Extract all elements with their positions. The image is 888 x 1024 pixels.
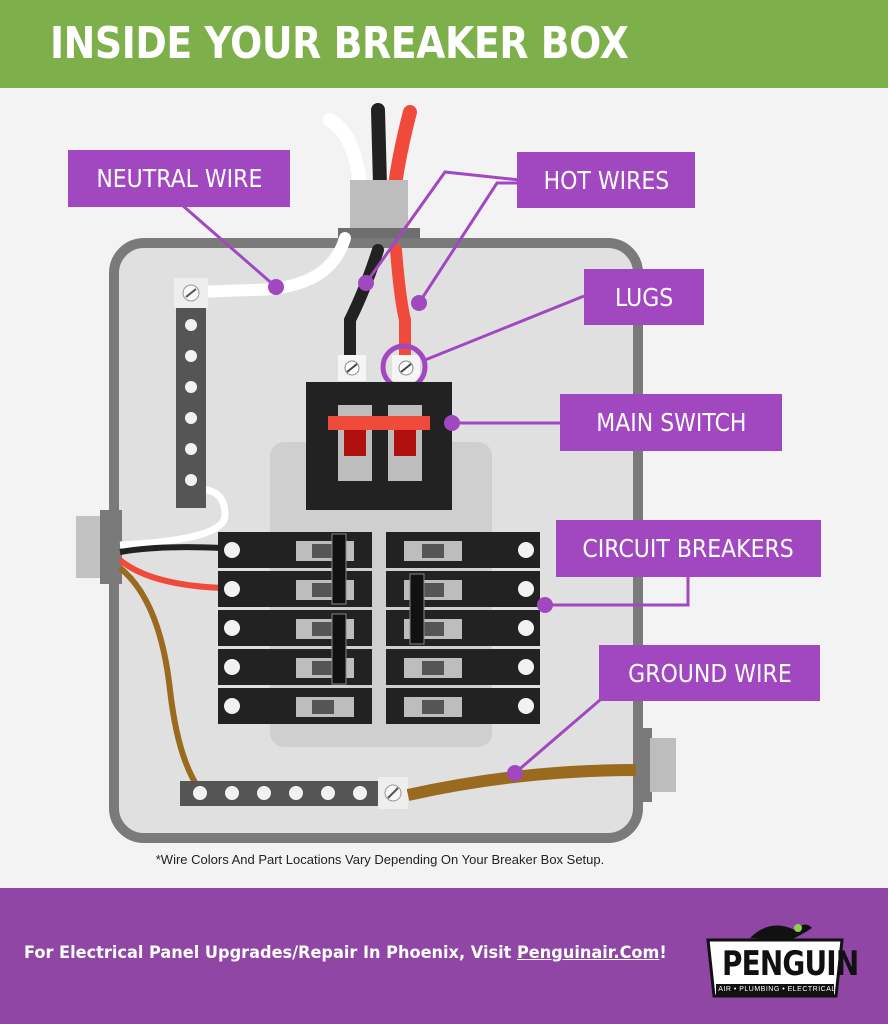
disclaimer-note: *Wire Colors And Part Locations Vary Dep… <box>155 852 605 867</box>
breaker-screw-icon <box>224 659 240 675</box>
label-lugs: LUGS <box>584 269 704 325</box>
website-link[interactable]: Penguinair.Com <box>516 943 660 963</box>
breaker-toggle <box>422 661 444 675</box>
hot-wire-red <box>390 244 411 368</box>
tie-bar <box>331 613 347 685</box>
breaker-screw-icon <box>518 659 534 675</box>
label-hot-wires: HOT WIRES <box>517 152 695 208</box>
main-switch <box>306 382 452 510</box>
incoming-neutral-wire <box>323 113 367 192</box>
breaker-toggle <box>312 583 334 597</box>
branch-ground-wire <box>118 565 203 792</box>
breaker-screw-icon <box>518 620 534 636</box>
breaker-toggle <box>312 544 334 558</box>
callout-dots <box>268 275 553 781</box>
label-main-switch: MAIN SWITCH <box>560 394 782 451</box>
breaker-toggle <box>422 622 444 636</box>
footer-cta: For Electrical Panel Upgrades/Repair In … <box>24 943 667 963</box>
incoming-red-wire <box>388 105 417 192</box>
breaker-toggle <box>312 661 334 675</box>
ground-bus-screws <box>193 786 367 800</box>
tie-bar <box>409 573 425 645</box>
page-title: INSIDE YOUR BREAKER BOX <box>50 18 629 69</box>
header-banner: INSIDE YOUR BREAKER BOX <box>0 0 888 88</box>
label-ground-wire: GROUND WIRE <box>599 645 820 701</box>
footer-cta-text: For Electrical Panel Upgrades/Repair In … <box>24 943 517 963</box>
branch-neutral-wire <box>119 485 229 549</box>
neutral-bus-bar <box>176 280 206 508</box>
breaker-screw-icon <box>224 620 240 636</box>
neutral-bus-screws <box>185 319 197 486</box>
breaker-toggle <box>422 583 444 597</box>
branch-red-wire <box>118 557 223 591</box>
logo-tagline: AIR • PLUMBING • ELECTRICAL <box>718 986 836 993</box>
logo-word: PENGUIN <box>722 944 859 984</box>
label-circuit-breakers: CIRCUIT BREAKERS <box>556 520 821 577</box>
callout-leaders <box>181 170 690 775</box>
penguin-logo-badge <box>706 924 844 998</box>
main-switch-handle <box>328 416 430 430</box>
left-knockout-connector <box>76 516 102 578</box>
breaker-toggle <box>312 700 334 714</box>
breaker-toggle <box>312 622 334 636</box>
hot-wire-black <box>344 244 384 368</box>
branch-black-wire <box>119 544 223 555</box>
footer-cta-end: ! <box>659 943 667 963</box>
incoming-black-wire <box>371 103 387 192</box>
circuit-breakers <box>218 532 540 724</box>
breaker-screw-icon <box>224 581 240 597</box>
breaker-box-diagram <box>76 103 690 843</box>
breaker-screw-icon <box>518 542 534 558</box>
breaker-toggle <box>422 544 444 558</box>
breaker-screw-icon <box>224 542 240 558</box>
cable-connector <box>350 180 408 230</box>
ground-bus-bar <box>180 781 380 806</box>
label-neutral-wire: NEUTRAL WIRE <box>68 150 290 207</box>
breaker-screw-icon <box>518 581 534 597</box>
neutral-wire <box>189 232 351 298</box>
penguin-logo: PENGUIN AIR • PLUMBING • ELECTRICAL <box>700 916 859 1008</box>
breaker-screw-icon <box>224 698 240 714</box>
breaker-screw-icon <box>518 698 534 714</box>
tie-bar <box>331 533 347 605</box>
breaker-toggle <box>422 700 444 714</box>
